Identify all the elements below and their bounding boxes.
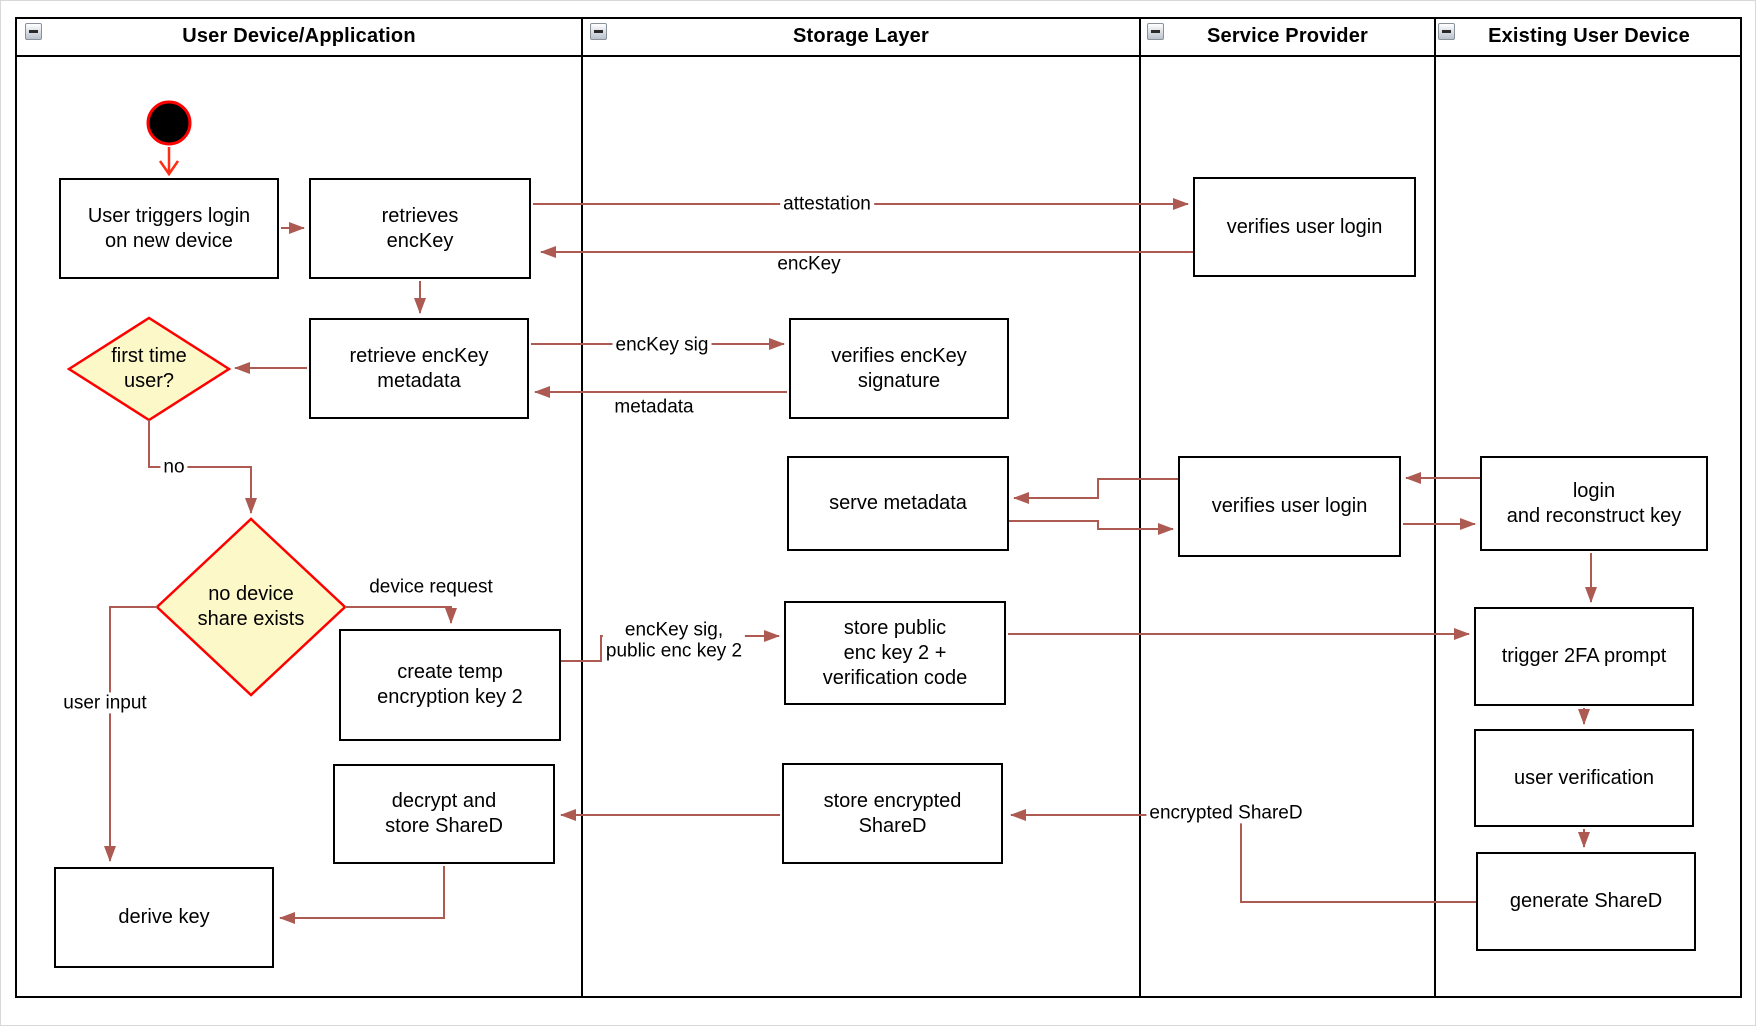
edge-label-enckey-sig: encKey sig bbox=[612, 334, 712, 356]
activity-verifies-user-login-top[interactable]: verifies user login bbox=[1193, 177, 1416, 277]
edge-label-enckey-sig-public: encKey sig, public enc key 2 bbox=[602, 619, 746, 663]
edge-label-no: no bbox=[160, 456, 188, 478]
activity-store-public-enc-key[interactable]: store public enc key 2 + verification co… bbox=[784, 601, 1006, 705]
activity-user-verification[interactable]: user verification bbox=[1474, 729, 1694, 827]
edge-label-user-input: user input bbox=[60, 692, 150, 714]
collapse-minus-icon[interactable] bbox=[25, 23, 42, 40]
lane-header-storage-layer: Storage Layer bbox=[583, 17, 1139, 55]
lane-divider-2 bbox=[1139, 17, 1141, 998]
activity-retrieve-enckey-metadata[interactable]: retrieve encKey metadata bbox=[309, 318, 529, 419]
activity-store-encrypted-shared[interactable]: store encrypted ShareD bbox=[782, 763, 1003, 864]
lane-divider-3 bbox=[1434, 17, 1436, 998]
lane-header-existing-user-device: Existing User Device bbox=[1436, 17, 1742, 55]
decision-label-no-device-share: no device share exists bbox=[197, 583, 305, 630]
edge-label-encrypted-shared: encrypted ShareD bbox=[1146, 802, 1306, 824]
decision-label-first-time-user: first time user? bbox=[111, 345, 187, 392]
activity-user-triggers-login[interactable]: User triggers login on new device bbox=[59, 178, 279, 279]
edge-label-device-request: device request bbox=[366, 576, 496, 598]
lane-header-separator bbox=[15, 55, 1742, 57]
activity-generate-shared[interactable]: generate ShareD bbox=[1476, 852, 1696, 951]
lane-title: User Device/Application bbox=[182, 24, 416, 47]
collapse-minus-icon[interactable] bbox=[590, 23, 607, 40]
activity-create-temp-encryption-key[interactable]: create temp encryption key 2 bbox=[339, 629, 561, 741]
collapse-minus-icon[interactable] bbox=[1438, 23, 1455, 40]
activity-serve-metadata[interactable]: serve metadata bbox=[787, 456, 1009, 551]
activity-login-reconstruct-key[interactable]: login and reconstruct key bbox=[1480, 456, 1708, 551]
lane-title: Existing User Device bbox=[1488, 24, 1690, 47]
edge-label-metadata: metadata bbox=[611, 396, 697, 418]
activity-verifies-user-login-mid[interactable]: verifies user login bbox=[1178, 456, 1401, 557]
edge-label-attestation: attestation bbox=[780, 193, 874, 215]
activity-decrypt-store-shared[interactable]: decrypt and store ShareD bbox=[333, 764, 555, 864]
lane-divider-1 bbox=[581, 17, 583, 998]
edge-label-enckey: encKey bbox=[774, 253, 844, 275]
lane-title: Service Provider bbox=[1206, 24, 1369, 47]
lane-header-service-provider: Service Provider bbox=[1141, 17, 1434, 55]
activity-trigger-2fa-prompt[interactable]: trigger 2FA prompt bbox=[1474, 607, 1694, 706]
collapse-minus-icon[interactable] bbox=[1147, 23, 1164, 40]
activity-verifies-enckey-signature[interactable]: verifies encKey signature bbox=[789, 318, 1009, 419]
activity-retrieves-enckey[interactable]: retrieves encKey bbox=[309, 178, 531, 279]
activity-derive-key[interactable]: derive key bbox=[54, 867, 274, 968]
lane-title: Storage Layer bbox=[793, 24, 929, 47]
lane-header-user-device-application: User Device/Application bbox=[17, 17, 581, 55]
